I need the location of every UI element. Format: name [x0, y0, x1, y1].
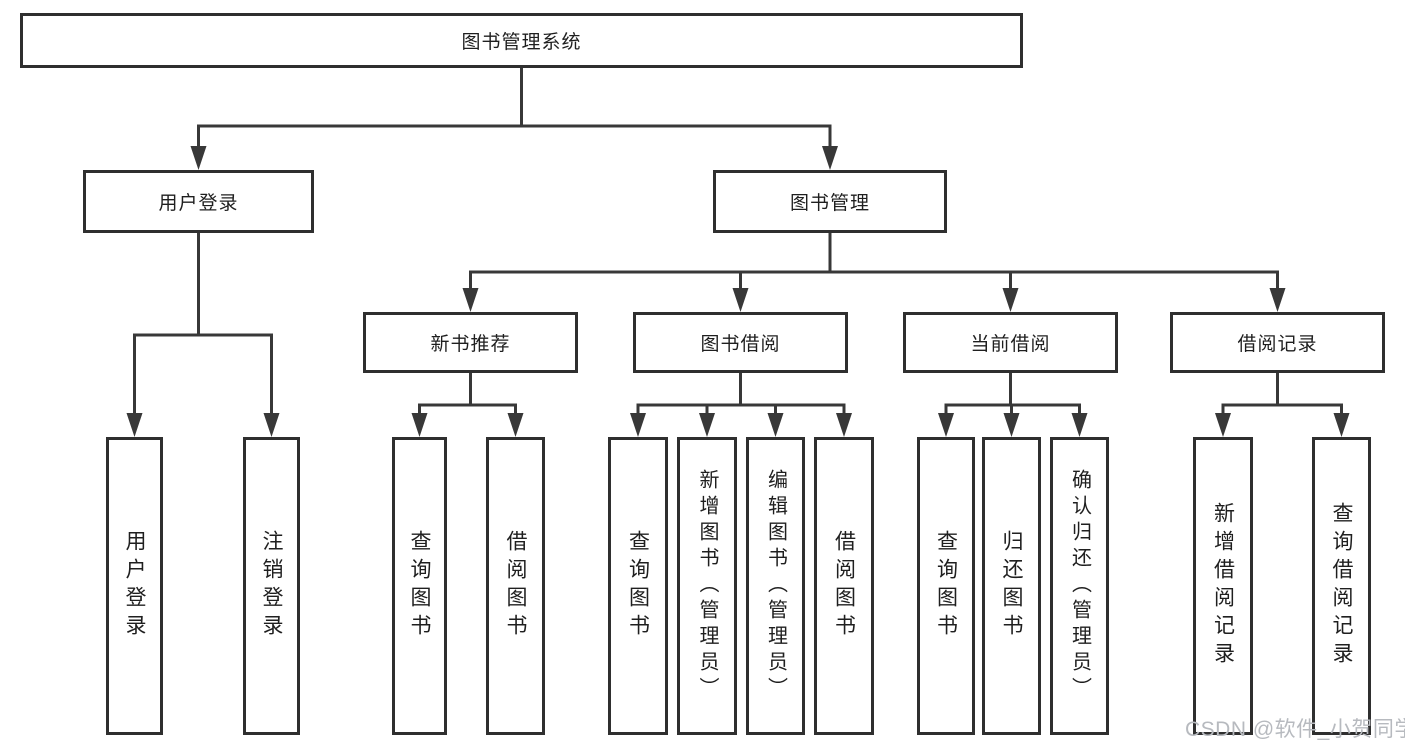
leaf-logout: 注销登录 — [243, 437, 300, 735]
node-borrow-record: 借阅记录 — [1170, 312, 1385, 373]
leaf-confirm-return-admin-label: 确认归还（管理员） — [1068, 469, 1091, 703]
leaf-edit-book-admin: 编辑图书（管理员） — [746, 437, 805, 735]
leaf-add-book-admin: 新增图书（管理员） — [677, 437, 737, 735]
leaf-borrow-book-label: 借阅图书 — [832, 530, 856, 642]
leaf-add-book-admin-label: 新增图书（管理员） — [696, 469, 718, 703]
node-borrow-record-label: 借阅记录 — [1237, 334, 1318, 355]
node-root-label: 图书管理系统 — [461, 32, 582, 53]
leaf-user-login: 用户登录 — [106, 437, 163, 735]
node-book-management: 图书管理 — [713, 170, 947, 233]
leaf-query-book-borrow: 查询图书 — [608, 437, 668, 735]
node-user-login-label: 用户登录 — [158, 193, 239, 214]
leaf-add-borrow-record-label: 新增借阅记录 — [1211, 502, 1235, 670]
leaf-return-book-label: 归还图书 — [1000, 530, 1023, 642]
node-book-management-label: 图书管理 — [789, 193, 870, 214]
leaf-confirm-return-admin: 确认归还（管理员） — [1050, 437, 1109, 735]
leaf-add-borrow-record: 新增借阅记录 — [1193, 437, 1253, 735]
node-current-borrow: 当前借阅 — [903, 312, 1118, 373]
leaf-query-book-recommend: 查询图书 — [392, 437, 447, 735]
arrowhead-icons — [126, 146, 1350, 437]
leaf-borrow-book-recommend: 借阅图书 — [486, 437, 545, 735]
leaf-query-borrow-record: 查询借阅记录 — [1312, 437, 1371, 735]
leaf-borrow-book: 借阅图书 — [814, 437, 874, 735]
leaf-query-book-borrow-label: 查询图书 — [626, 530, 650, 642]
leaf-query-book-current-label: 查询图书 — [934, 530, 958, 642]
node-book-borrow-label: 图书借阅 — [700, 334, 781, 355]
node-root: 图书管理系统 — [20, 13, 1023, 68]
leaf-user-login-label: 用户登录 — [123, 530, 146, 642]
leaf-query-borrow-record-label: 查询借阅记录 — [1330, 502, 1353, 670]
leaf-query-book-recommend-label: 查询图书 — [408, 530, 431, 642]
csdn-watermark: CSDN @软件_小贺同学 — [1185, 718, 1405, 741]
node-user-login: 用户登录 — [83, 170, 314, 233]
leaf-query-book-current: 查询图书 — [917, 437, 975, 735]
leaf-return-book: 归还图书 — [982, 437, 1041, 735]
node-new-book-recommend: 新书推荐 — [363, 312, 578, 373]
leaf-edit-book-admin-label: 编辑图书（管理员） — [764, 469, 787, 703]
leaf-logout-label: 注销登录 — [260, 530, 283, 642]
node-current-borrow-label: 当前借阅 — [970, 334, 1051, 355]
node-book-borrow: 图书借阅 — [633, 312, 848, 373]
leaf-borrow-book-recommend-label: 借阅图书 — [504, 530, 527, 642]
node-new-book-recommend-label: 新书推荐 — [430, 334, 511, 355]
